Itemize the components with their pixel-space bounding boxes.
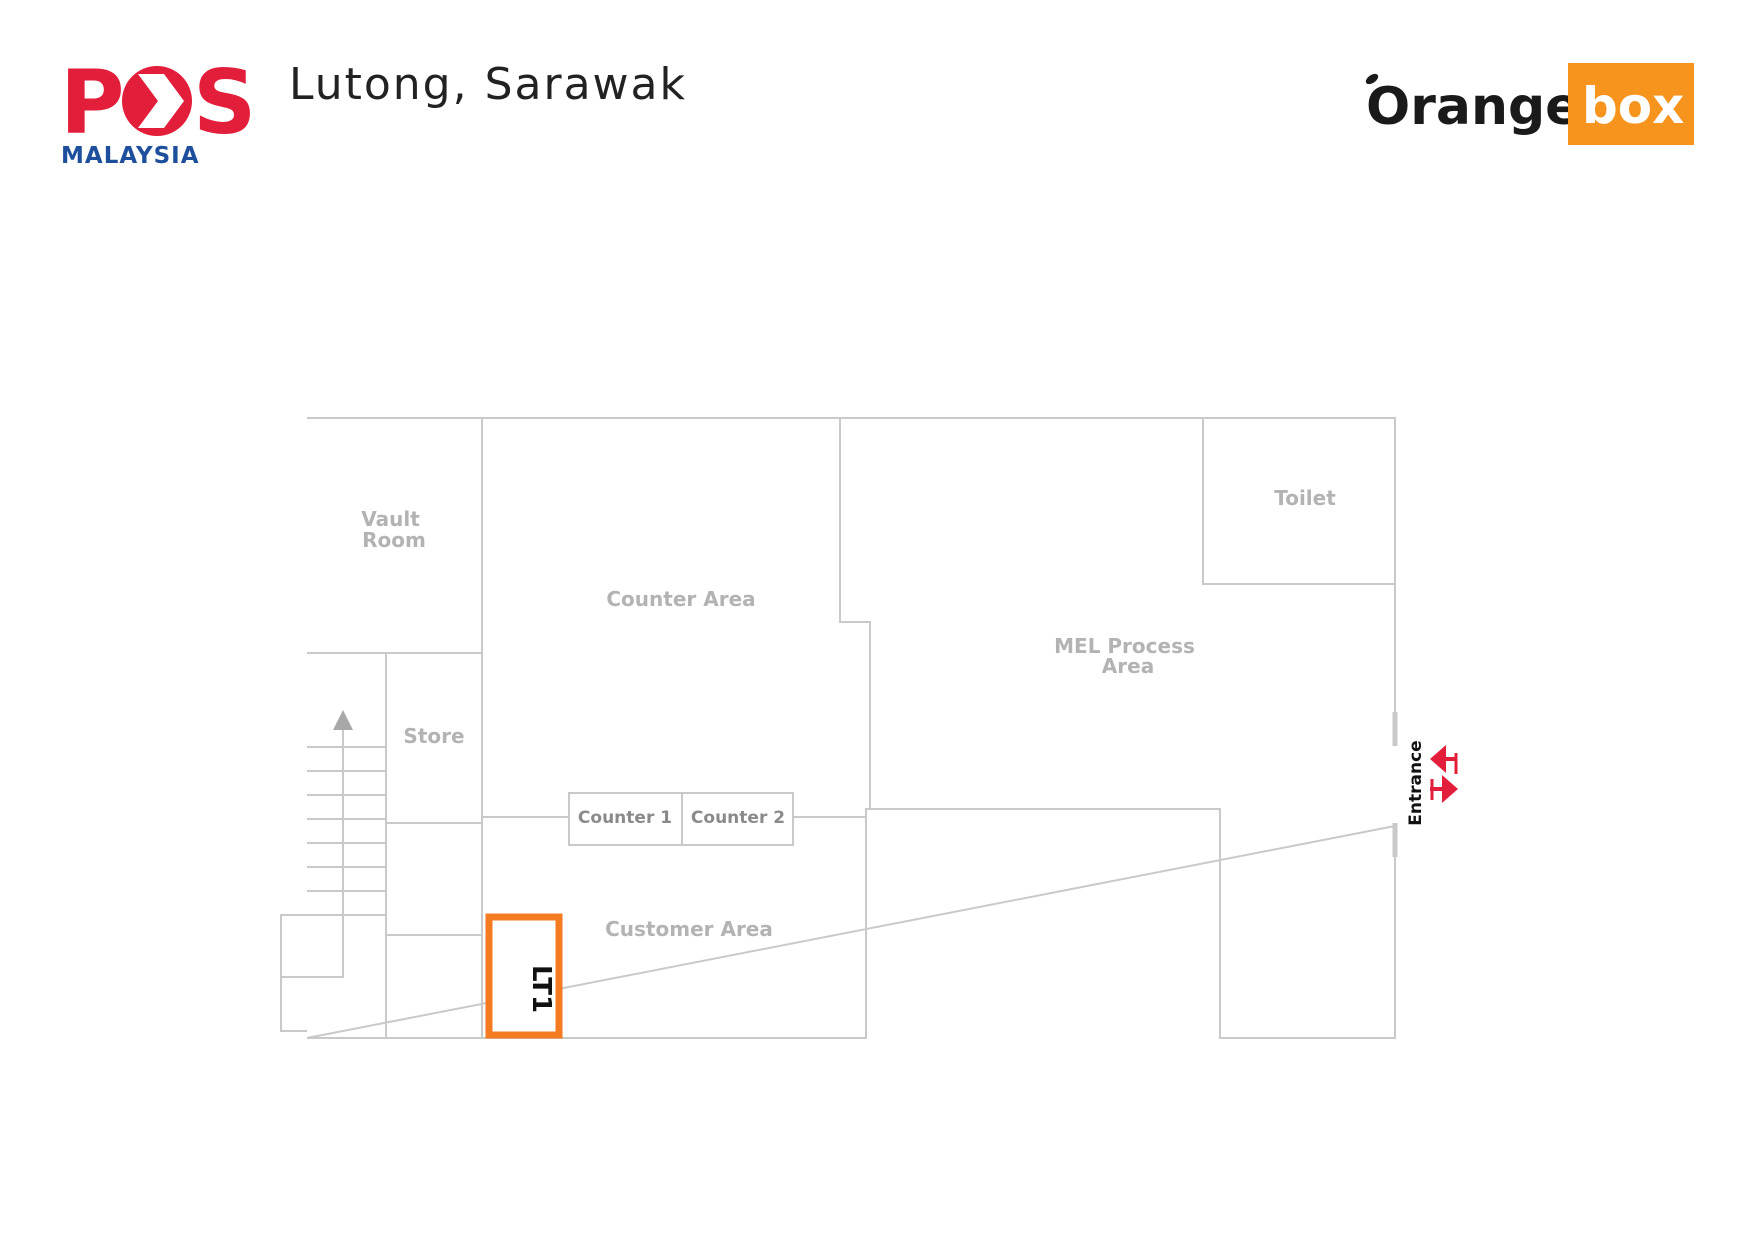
orangebox-logo: Orange box xyxy=(1365,63,1694,145)
pos-logo-subtitle: MALAYSIA xyxy=(61,143,200,169)
staircase xyxy=(307,720,386,978)
toilet-wall xyxy=(1202,418,1395,585)
store-label: Store xyxy=(403,724,464,748)
vault-room-label: Vault Room xyxy=(361,507,427,552)
counter-mel-divider xyxy=(839,418,871,809)
orange-leaf-icon xyxy=(1365,73,1379,85)
location-title: Lutong, Sarawak xyxy=(289,59,687,110)
entrance-in-out-arrows-icon xyxy=(1430,745,1458,803)
locker-lt1[interactable]: LT1 xyxy=(485,913,563,1039)
floor-plan-walls xyxy=(280,417,1396,1039)
counter-2-label: Counter 2 xyxy=(691,808,785,828)
pos-logo-arrow-icon xyxy=(122,66,192,136)
pos-malaysia-logo: P S MALAYSIA xyxy=(60,51,256,169)
orangebox-word-box: box xyxy=(1582,77,1684,135)
counter-area-label: Counter Area xyxy=(606,587,755,611)
pos-logo-letter-s: S xyxy=(193,51,256,154)
orangebox-word-orange: Orange xyxy=(1366,77,1580,137)
orangebox-box-badge xyxy=(1568,63,1694,145)
mel-process-area-label: MEL Process Area xyxy=(1054,634,1202,678)
staircase-landing xyxy=(280,914,307,1032)
stair-up-arrow-icon xyxy=(333,710,353,730)
locker-lt1-outline xyxy=(485,913,563,1039)
customer-area-label: Customer Area xyxy=(605,917,773,941)
counter-1-label: Counter 1 xyxy=(578,808,672,828)
outer-wall xyxy=(306,417,1396,1039)
toilet-label: Toilet xyxy=(1274,486,1336,510)
store-wall xyxy=(385,653,482,1038)
entrance-label: Entrance xyxy=(1406,740,1426,825)
locker-lt1-label: LT1 xyxy=(526,965,556,1013)
pos-logo-letter-p: P xyxy=(60,51,125,154)
